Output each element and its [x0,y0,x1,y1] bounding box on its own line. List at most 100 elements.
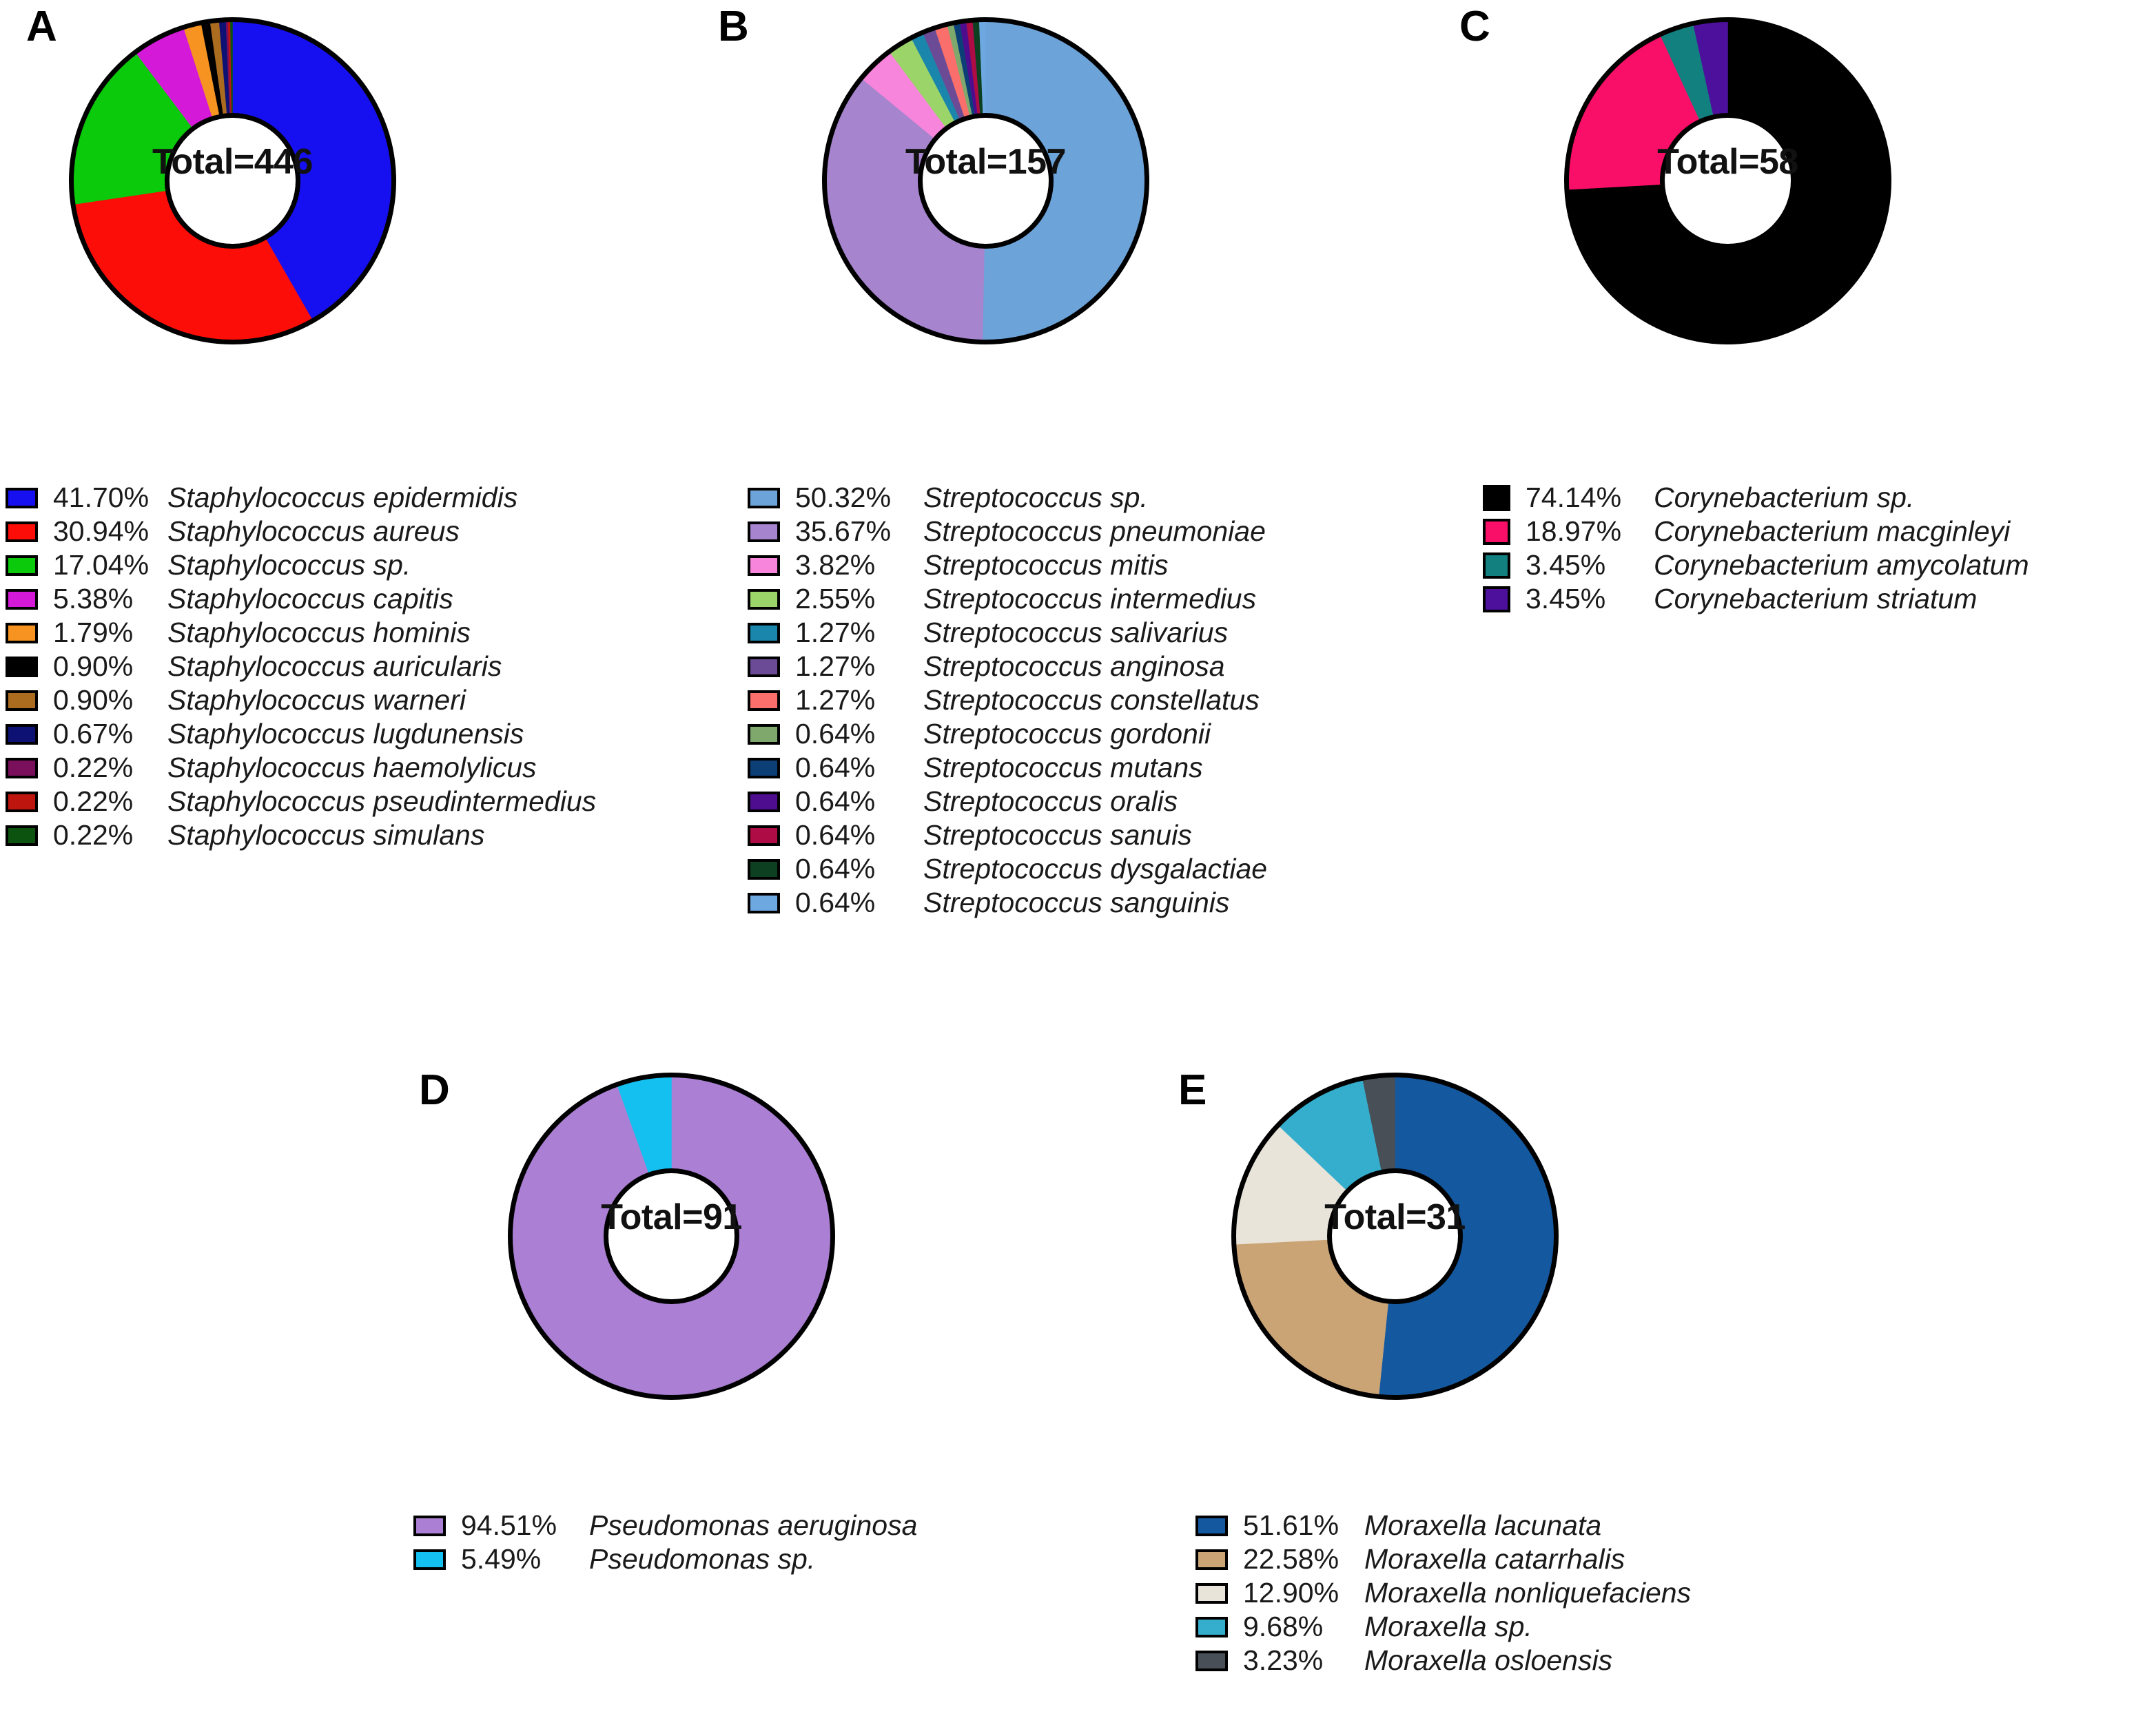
legend-percent: 3.23% [1243,1644,1324,1676]
legend-item[interactable]: 3.45%Corynebacterium amycolatum [1483,548,2029,582]
legend-item[interactable]: 0.90%Staphylococcus auricularis [6,650,596,683]
legend-item[interactable]: 18.97%Corynebacterium macginleyi [1483,515,2029,548]
legend-color-swatch [748,825,780,846]
legend-item[interactable]: 3.23%Moraxella osloensis [1195,1644,1691,1677]
legend-percent: 51.61% [1243,1509,1339,1541]
legend-percent: 0.64% [795,718,876,750]
legend-color-swatch [748,521,780,542]
legend-item[interactable]: 35.67%Streptococcus pneumoniae [748,515,1267,548]
legend-item[interactable]: 41.70%Staphylococcus epidermidis [6,481,596,515]
panel-label-c: C [1459,3,1490,50]
legend-species-name: Staphylococcus aureus [167,515,460,547]
legend-species-name: Corynebacterium striatum [1654,583,1978,614]
legend-color-swatch [6,723,38,745]
legend-item[interactable]: 51.61% Moraxella lacunata [1195,1509,1691,1542]
legend-percent: 0.90% [53,650,134,682]
legend-color-swatch [6,690,38,711]
legend-item[interactable]: 1.79%Staphylococcus hominis [6,616,596,650]
legend-species-name: Moraxella lacunata [1364,1509,1602,1541]
donut-svg-e [1231,1073,1559,1400]
legend-item[interactable]: 50.32% Streptococcus sp. [748,481,1267,515]
legend-percent: 5.49% [461,1543,542,1575]
legend-item[interactable]: 0.64%Streptococcus dysgalactiae [748,852,1267,886]
legend-item[interactable]: 0.64%Streptococcus sanuis [748,818,1267,852]
legend-item[interactable]: 0.90%Staphylococcus warneri [6,683,596,717]
donut-svg-d [508,1073,835,1400]
legend-item[interactable]: 0.22%Staphylococcus haemolylicus [6,751,596,785]
legend-species-name: Staphylococcus capitis [167,583,453,614]
legend-item[interactable]: 3.82%Streptococcus mitis [748,548,1267,582]
legend-color-swatch [1195,1549,1228,1570]
legend-percent: 22.58% [1243,1543,1339,1575]
legend-percent: 50.32% [795,482,892,513]
legend-species-name: Staphylococcus haemolylicus [167,752,537,783]
legend-color-swatch [413,1549,446,1570]
legend-species-name: Streptococcus dysgalactiae [923,853,1268,885]
legend-percent: 3.45% [1526,549,1606,581]
legend-percent: 17.04% [53,549,150,581]
legend-color-swatch [6,555,38,576]
legend-color-swatch [748,757,780,778]
legend-color-swatch [748,858,780,880]
legend-percent: 12.90% [1243,1577,1339,1609]
donut-hole [1660,113,1796,249]
legend-color-swatch [6,521,38,542]
legend-item[interactable]: 74.14%Corynebacterium sp. [1483,481,2029,515]
legend-color-swatch [748,690,780,711]
legend-percent: 0.64% [795,785,876,817]
donut-hole [918,113,1054,249]
legend-percent: 0.22% [53,819,134,851]
legend-species-name: Corynebacterium macginleyi [1654,515,2011,547]
legend-percent: 1.27% [795,684,876,716]
donut-outer-ring [1231,1073,1559,1400]
legend-item[interactable]: 1.27%Streptococcus salivarius [748,616,1267,650]
legend-color-swatch [748,791,780,812]
legend-color-swatch [748,487,780,508]
legend-item[interactable]: 0.64%Streptococcus sanguinis [748,886,1267,920]
legend-item[interactable]: 0.64% Streptococcus oralis [748,785,1267,818]
legend-color-swatch [6,791,38,812]
legend-species-name: Staphylococcus sp. [167,549,411,581]
legend-item[interactable]: 1.27%Streptococcus anginosa [748,650,1267,683]
legend-species-name: Streptococcus pneumoniae [923,515,1266,547]
legend-item[interactable]: 30.94%Staphylococcus aureus [6,515,596,548]
legend-percent: 1.27% [795,617,876,648]
legend-item[interactable]: 5.38%Staphylococcus capitis [6,582,596,616]
donut-outer-ring [1564,17,1891,344]
legend-item[interactable]: 3.45% Corynebacterium striatum [1483,582,2029,616]
donut-svg-c [1564,17,1891,344]
legend-item[interactable]: 0.22%Staphylococcus simulans [6,818,596,852]
legend-item[interactable]: 5.49% Pseudomonas sp. [413,1542,917,1576]
legend-item[interactable]: 0.64%Streptococcus gordonii [748,717,1267,751]
legend-color-swatch [748,588,780,610]
legend-species-name: Moraxella nonliquefaciens [1364,1577,1692,1609]
legend-species-name: Pseudomonas sp. [589,1543,816,1575]
donut-chart-c: Total=58 [1561,14,1895,348]
legend-species-name: Streptococcus sanuis [923,819,1192,851]
legend-percent: 74.14% [1526,482,1622,513]
legend-percent: 3.45% [1526,583,1606,614]
legend-item[interactable]: 0.22%Staphylococcus pseudintermedius [6,785,596,818]
legend-item[interactable]: 0.64%Streptococcus mutans [748,751,1267,785]
legend-percent: 0.64% [795,752,876,783]
legend-item[interactable]: 1.27%Streptococcus constellatus [748,683,1267,717]
legend-item[interactable]: 22.58%Moraxella catarrhalis [1195,1542,1691,1576]
legend-item[interactable]: 0.67%Staphylococcus lugdunensis [6,717,596,751]
legend-species-name: Moraxella sp. [1364,1611,1532,1642]
legend-item[interactable]: 17.04% Staphylococcus sp. [6,548,596,582]
legend-color-swatch [748,656,780,677]
legend-species-name: Streptococcus oralis [923,785,1178,817]
legend-species-name: Staphylococcus lugdunensis [167,718,524,750]
legend-item[interactable]: 2.55%Streptococcus intermedius [748,582,1267,616]
legend-item[interactable]: 94.51%Pseudomonas aeruginosa [413,1509,917,1542]
legend-item[interactable]: 12.90% Moraxella nonliquefaciens [1195,1576,1691,1610]
donut-chart-a: Total=446 [65,14,400,348]
legend-item[interactable]: 9.68%Moraxella sp. [1195,1610,1691,1644]
legend-percent: 3.82% [795,549,876,581]
legend-species-name: Streptococcus sp. [923,482,1148,513]
legend-species-name: Streptococcus sanguinis [923,887,1230,918]
donut-hole [604,1168,739,1304]
legend-percent: 0.22% [53,785,134,817]
